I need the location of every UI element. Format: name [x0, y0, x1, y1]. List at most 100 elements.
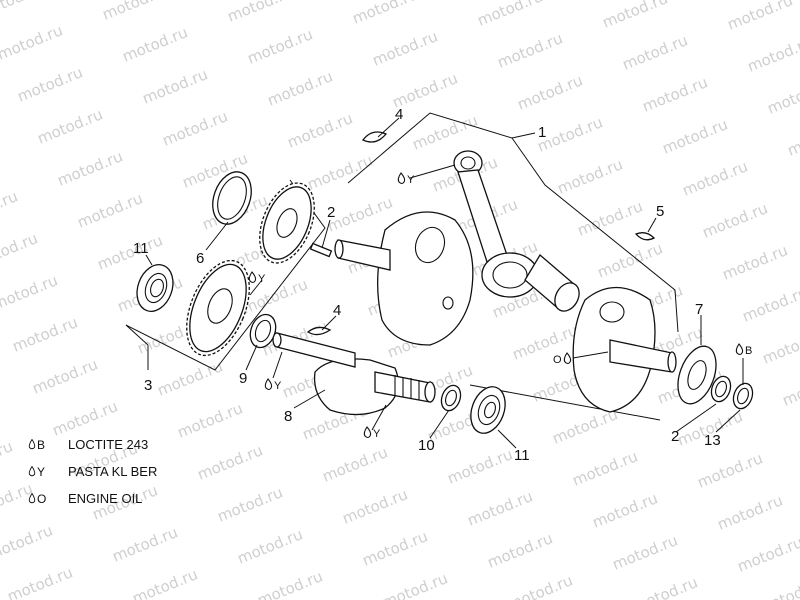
callout-11-left: 11 [133, 240, 149, 257]
watermark-text: motod.ru [5, 563, 76, 600]
watermark-text: motod.ru [735, 533, 800, 575]
drop-icon [397, 172, 406, 185]
mark-y-shaft: Y [264, 378, 282, 392]
watermark-text: motod.ru [765, 75, 800, 117]
part-connecting-rod [453, 150, 539, 298]
watermark-text: motod.ru [695, 449, 766, 491]
watermark-text: motod.ru [265, 67, 336, 109]
part-washer-10 [440, 384, 462, 412]
watermark-text: motod.ru [0, 187, 20, 229]
watermark-text: motod.ru [370, 27, 441, 69]
watermark-text: motod.ru [465, 487, 536, 529]
watermark-text: motod.ru [160, 107, 231, 149]
watermark-text: motod.ru [575, 197, 646, 239]
watermark-text: motod.ru [130, 565, 201, 600]
legend-label: ENGINE OIL [68, 491, 143, 506]
legend-row-pasta: Y PASTA KL BER [28, 458, 157, 485]
watermark-text: motod.ru [595, 239, 666, 281]
mark-b-seal: B [735, 343, 752, 357]
svg-text:Y: Y [407, 174, 415, 186]
watermark-text: motod.ru [380, 569, 451, 600]
callout-labels: 1 2 3 4 4 5 6 7 8 9 10 11 11 2 13 [133, 106, 721, 464]
watermark-text: motod.ru [485, 529, 556, 571]
watermark-text: motod.ru [215, 483, 286, 525]
watermark-text: motod.ru [740, 283, 800, 325]
watermark-text: motod.ru [0, 21, 65, 63]
part-gear-upper [259, 182, 315, 264]
svg-text:Y: Y [258, 273, 266, 285]
watermark-text: motod.ru [680, 157, 751, 199]
part-crank-half-right [572, 287, 677, 413]
callout-3: 3 [144, 377, 152, 394]
watermark-text: motod.ru [720, 241, 791, 283]
mark-y-balancer: Y [363, 426, 381, 440]
watermark-text: motod.ru [140, 65, 211, 107]
watermark-text: motod.ru [195, 441, 266, 483]
watermark-text: motod.ru [320, 443, 391, 485]
part-key-5 [634, 232, 656, 241]
watermark-text: motod.ru [760, 325, 800, 367]
callout-7: 7 [695, 301, 703, 318]
watermark-text: motod.ru [0, 0, 45, 22]
leader-lines [145, 117, 744, 449]
legend-label: LOCTITE 243 [68, 437, 149, 452]
drop-icon [248, 271, 257, 284]
watermark-text: motod.ru [590, 489, 661, 531]
part-bearing-left [136, 264, 174, 312]
legend-row-loctite: B LOCTITE 243 [28, 431, 157, 458]
part-balancer-shaft-8 [272, 332, 436, 416]
watermark-text: motod.ru [30, 355, 101, 397]
part-washer-small [710, 375, 732, 403]
watermark-text: motod.ru [100, 0, 171, 24]
watermark-text: motod.ru [285, 109, 356, 151]
watermark-text: motod.ru [780, 367, 800, 409]
part-seal-13 [732, 382, 754, 410]
legend-row-oil: O ENGINE OIL [28, 485, 157, 512]
legend-label: PASTA KL BER [68, 464, 158, 479]
callout-1: 1 [538, 124, 546, 141]
watermark-text: motod.ru [305, 151, 376, 193]
drop-icon [735, 343, 744, 356]
part-gear-lower [186, 259, 250, 357]
watermark-text: motod.ru [75, 189, 146, 231]
watermark-text: motod.ru [445, 445, 516, 487]
watermark-text: motod.ru [0, 271, 60, 313]
callout-13: 13 [704, 432, 721, 449]
watermark-text: motod.ru [110, 523, 181, 565]
part-crank-pin [524, 254, 580, 312]
callout-2-right: 2 [671, 428, 679, 445]
watermark-text: motod.ru [10, 313, 81, 355]
part-oring-6 [212, 171, 252, 225]
watermark-text: motod.ru [620, 31, 691, 73]
drop-icon [28, 493, 36, 504]
watermark-text: motod.ru [725, 0, 796, 34]
watermark-text: motod.ru [570, 447, 641, 489]
watermark-text: motod.ru [700, 199, 771, 241]
watermark-text: motod.ru [745, 33, 800, 75]
watermark-text: motod.ru [495, 29, 566, 71]
watermark-text: motod.ru [360, 527, 431, 569]
watermark-text: motod.ru [660, 115, 731, 157]
legend-code: Y [37, 464, 46, 479]
watermark-text: motod.ru [235, 525, 306, 567]
callout-2: 2 [327, 204, 335, 221]
drop-icon [28, 439, 36, 450]
callout-9: 9 [239, 370, 247, 387]
drop-icon [28, 466, 36, 477]
watermark-text: motod.ru [785, 117, 800, 159]
watermark-text: motod.ru [0, 521, 55, 563]
callout-6: 6 [196, 250, 204, 267]
drop-icon [563, 352, 572, 365]
part-bearing-right [470, 386, 506, 434]
legend-code: B [37, 437, 46, 452]
svg-text:Y: Y [373, 428, 381, 440]
watermark-text: motod.ru [505, 571, 576, 600]
svg-text:O: O [553, 354, 562, 366]
watermark-text: motod.ru [245, 25, 316, 67]
watermark-text: motod.ru [0, 229, 40, 271]
svg-text:B: B [745, 345, 752, 357]
watermark-text: motod.ru [0, 437, 15, 479]
watermark-text: motod.ru [610, 531, 681, 573]
